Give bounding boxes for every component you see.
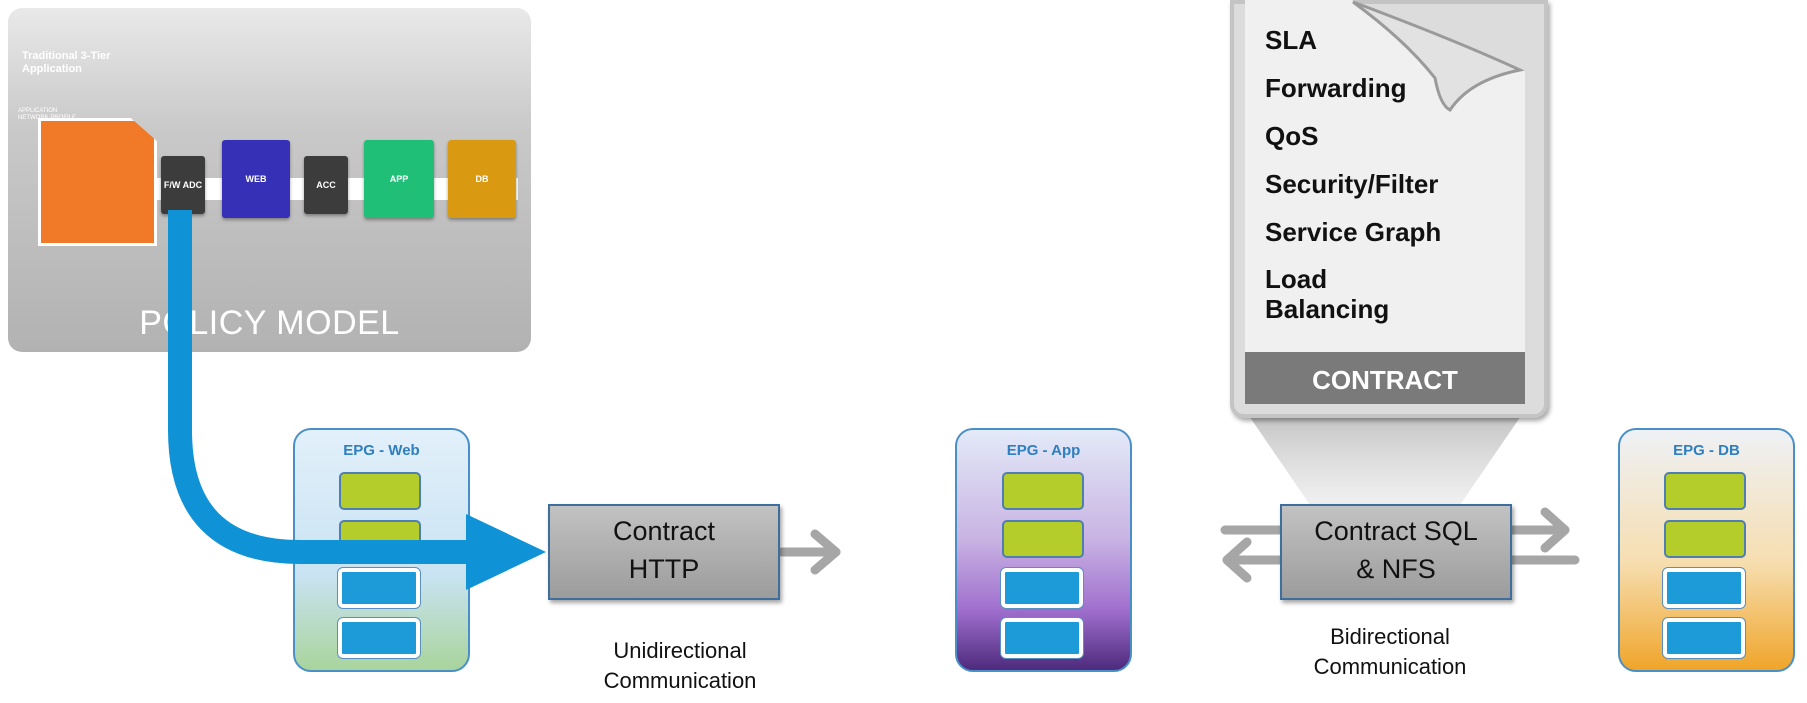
contract-item-qos: QoS bbox=[1265, 121, 1319, 151]
contract-sql-nfs-box: Contract SQL & NFS bbox=[1280, 504, 1512, 600]
contract-item-load: Load bbox=[1265, 264, 1328, 294]
bidirectional-caption: Bidirectional Communication bbox=[1270, 622, 1510, 682]
epg-db-endpoint-blue-1 bbox=[1663, 568, 1745, 608]
tier-acc: ACC bbox=[304, 156, 348, 214]
epg-web-endpoint-blue-1 bbox=[338, 568, 420, 608]
epg-db-endpoint-green-1 bbox=[1664, 472, 1746, 510]
epg-app-title: EPG - App bbox=[1006, 442, 1081, 459]
bidirectional-caption-line1: Bidirectional bbox=[1330, 624, 1450, 649]
contract-item-service-graph: Service Graph bbox=[1265, 217, 1442, 247]
contract-sql-nfs-line2: & NFS bbox=[1356, 554, 1436, 584]
epg-db-title: EPG - DB bbox=[1673, 442, 1740, 459]
tier-db: DB bbox=[448, 140, 516, 218]
contract-item-list: SLA Forwarding QoS Security/Filter Servi… bbox=[1265, 24, 1515, 324]
contract-http-box: Contract HTTP bbox=[548, 504, 780, 600]
policy-flow-arrow-icon bbox=[168, 210, 546, 590]
policy-model-panel: Traditional 3-Tier Application APPLICATI… bbox=[8, 8, 531, 352]
tier-app: APP bbox=[364, 140, 434, 218]
epg-web-endpoint-green-1 bbox=[339, 472, 421, 510]
app-card-title: Traditional 3-Tier Application bbox=[22, 50, 111, 75]
contract-sql-nfs-line1: Contract SQL bbox=[1314, 516, 1478, 546]
epg-app-endpoint-green-2 bbox=[1002, 520, 1084, 558]
unidirectional-caption: Unidirectional Communication bbox=[560, 636, 800, 696]
sql-incoming-arrow-icon bbox=[1222, 537, 1580, 583]
tier-web: WEB bbox=[222, 140, 290, 218]
app-card-subtitle: APPLICATION NETWORK PROFILE bbox=[18, 108, 77, 121]
epg-web-endpoint-blue-2 bbox=[338, 618, 420, 658]
http-arrow-icon bbox=[777, 529, 841, 575]
epg-db-endpoint-green-2 bbox=[1664, 520, 1746, 558]
epg-app-endpoint-green-1 bbox=[1002, 472, 1084, 510]
contract-http-line1: Contract bbox=[612, 516, 716, 546]
epg-web-title: EPG - Web bbox=[343, 442, 420, 459]
contract-http-line2: HTTP bbox=[628, 554, 700, 584]
unidirectional-caption-line2: Communication bbox=[603, 668, 757, 693]
epg-db-endpoint-blue-2 bbox=[1663, 618, 1745, 658]
contract-item-sla: SLA bbox=[1265, 25, 1317, 55]
unidirectional-caption-line1: Unidirectional bbox=[613, 638, 747, 663]
application-network-profile-card bbox=[38, 118, 157, 246]
bidirectional-caption-line2: Communication bbox=[1313, 654, 1467, 679]
contract-item-balancing: Balancing bbox=[1265, 294, 1390, 324]
page-curl-icon bbox=[1352, 0, 1525, 112]
contract-document-footer bbox=[1245, 352, 1525, 404]
contract-item-security-filter: Security/Filter bbox=[1265, 169, 1439, 199]
epg-app-endpoint-blue-1 bbox=[1001, 568, 1083, 608]
contract-item-forwarding: Forwarding bbox=[1265, 73, 1407, 103]
contract-document-footer-label: CONTRACT bbox=[1312, 365, 1458, 395]
epg-app-endpoint-blue-2 bbox=[1001, 618, 1083, 658]
tier-fw-adc: F/W ADC bbox=[161, 156, 205, 214]
